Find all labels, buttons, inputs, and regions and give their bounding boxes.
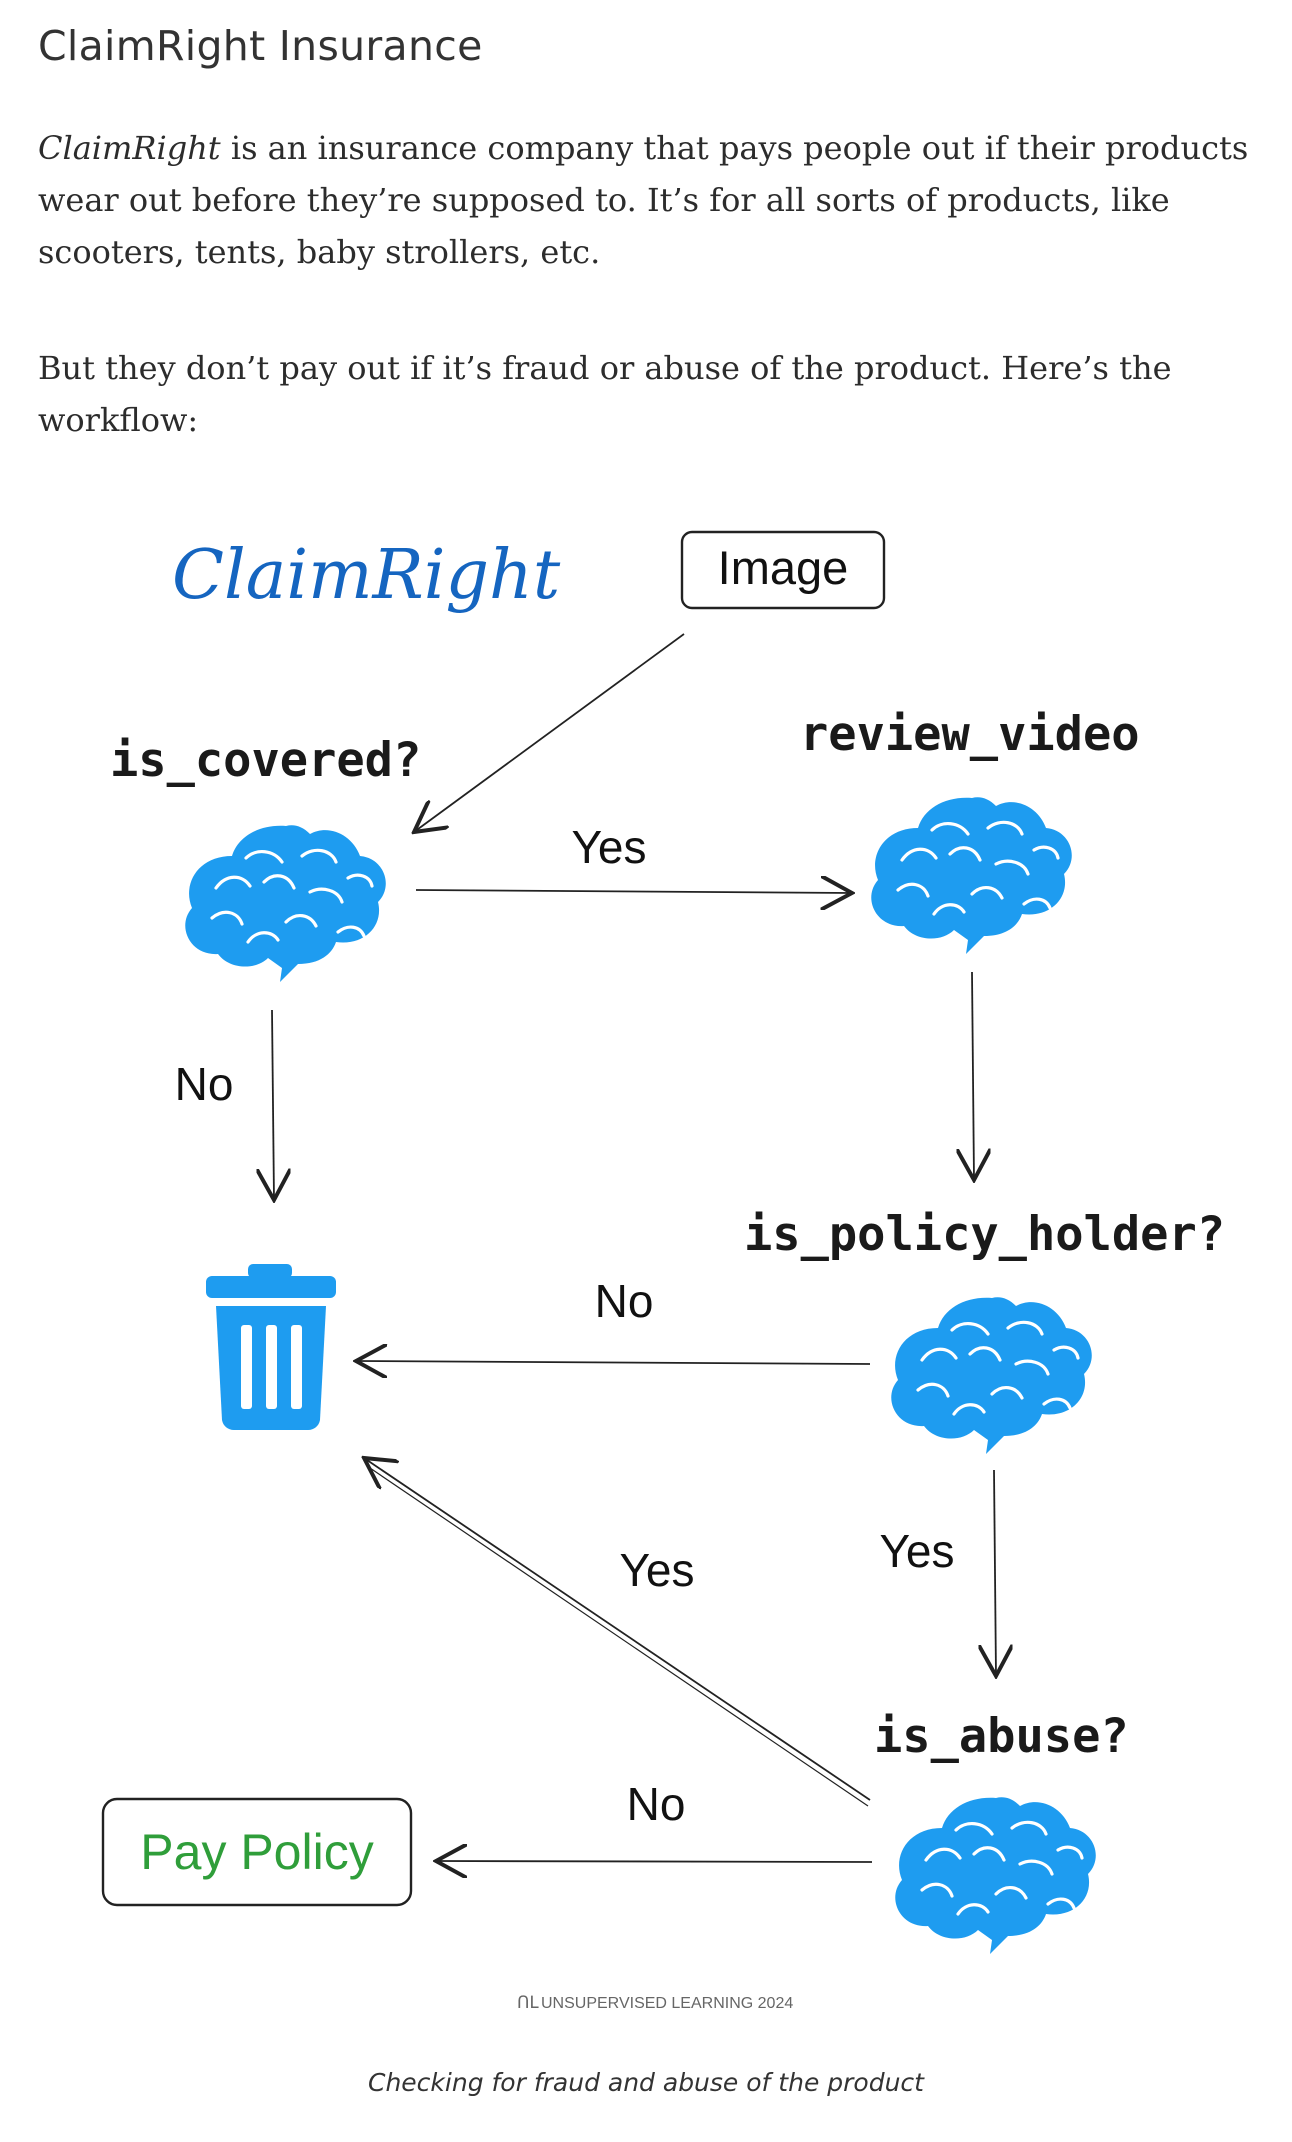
edge-label-covered-yes: Yes xyxy=(571,821,646,873)
company-name: ClaimRight xyxy=(38,129,221,167)
node-label-is-abuse: is_abuse? xyxy=(874,1709,1129,1764)
brain-icon-is-policy-holder xyxy=(889,1295,1094,1456)
workflow-paragraph: But they don’t pay out if it’s fraud or … xyxy=(38,349,1172,439)
intro-paragraph: ClaimRight is an insurance company that … xyxy=(38,122,1258,278)
node-label-is-policy-holder: is_policy_holder? xyxy=(744,1207,1225,1262)
node-label-is-covered: is_covered? xyxy=(110,733,421,788)
arrow-policy-no xyxy=(356,1361,871,1364)
page-title: ClaimRight Insurance xyxy=(38,22,483,70)
intro-text: is an insurance company that pays people… xyxy=(38,129,1249,271)
arrow-abuse-yes-double xyxy=(369,1467,869,1807)
credit-logo-mark: ՈԼ xyxy=(517,1993,539,2012)
arrow-review-to-policy xyxy=(972,971,974,1180)
image-node-label: Image xyxy=(718,541,849,594)
figure-caption: Checking for fraud and abuse of the prod… xyxy=(368,2068,924,2097)
edge-label-abuse-no: No xyxy=(627,1778,686,1830)
arrow-policy-yes xyxy=(994,1469,996,1676)
brain-icon-is-abuse xyxy=(893,1795,1098,1956)
pay-policy-label: Pay Policy xyxy=(140,1824,373,1880)
arrow-abuse-yes xyxy=(364,1458,871,1801)
edge-label-policy-yes: Yes xyxy=(879,1525,954,1577)
brain-icon-is-covered xyxy=(183,823,388,984)
claimright-logo: ClaimRight xyxy=(172,536,561,615)
trash-icon xyxy=(206,1264,336,1430)
edge-label-abuse-yes: Yes xyxy=(619,1544,694,1596)
workflow-diagram: ClaimRight Image is_covered? review_vide… xyxy=(101,530,1225,2012)
credit-text: UNSUPERVISED LEARNING 2024 xyxy=(541,1995,793,2012)
brain-icon-review-video xyxy=(869,795,1074,956)
arrow-abuse-no xyxy=(436,1861,873,1862)
arrow-covered-yes xyxy=(415,890,852,893)
pay-policy-node-box xyxy=(101,1797,413,1907)
edge-label-covered-no: No xyxy=(175,1058,234,1110)
arrow-image-to-is-covered xyxy=(414,633,685,832)
node-label-review-video: review_video xyxy=(800,707,1140,762)
edge-label-policy-no: No xyxy=(595,1275,654,1327)
image-node-box xyxy=(680,530,886,610)
arrow-covered-no xyxy=(272,1009,274,1200)
